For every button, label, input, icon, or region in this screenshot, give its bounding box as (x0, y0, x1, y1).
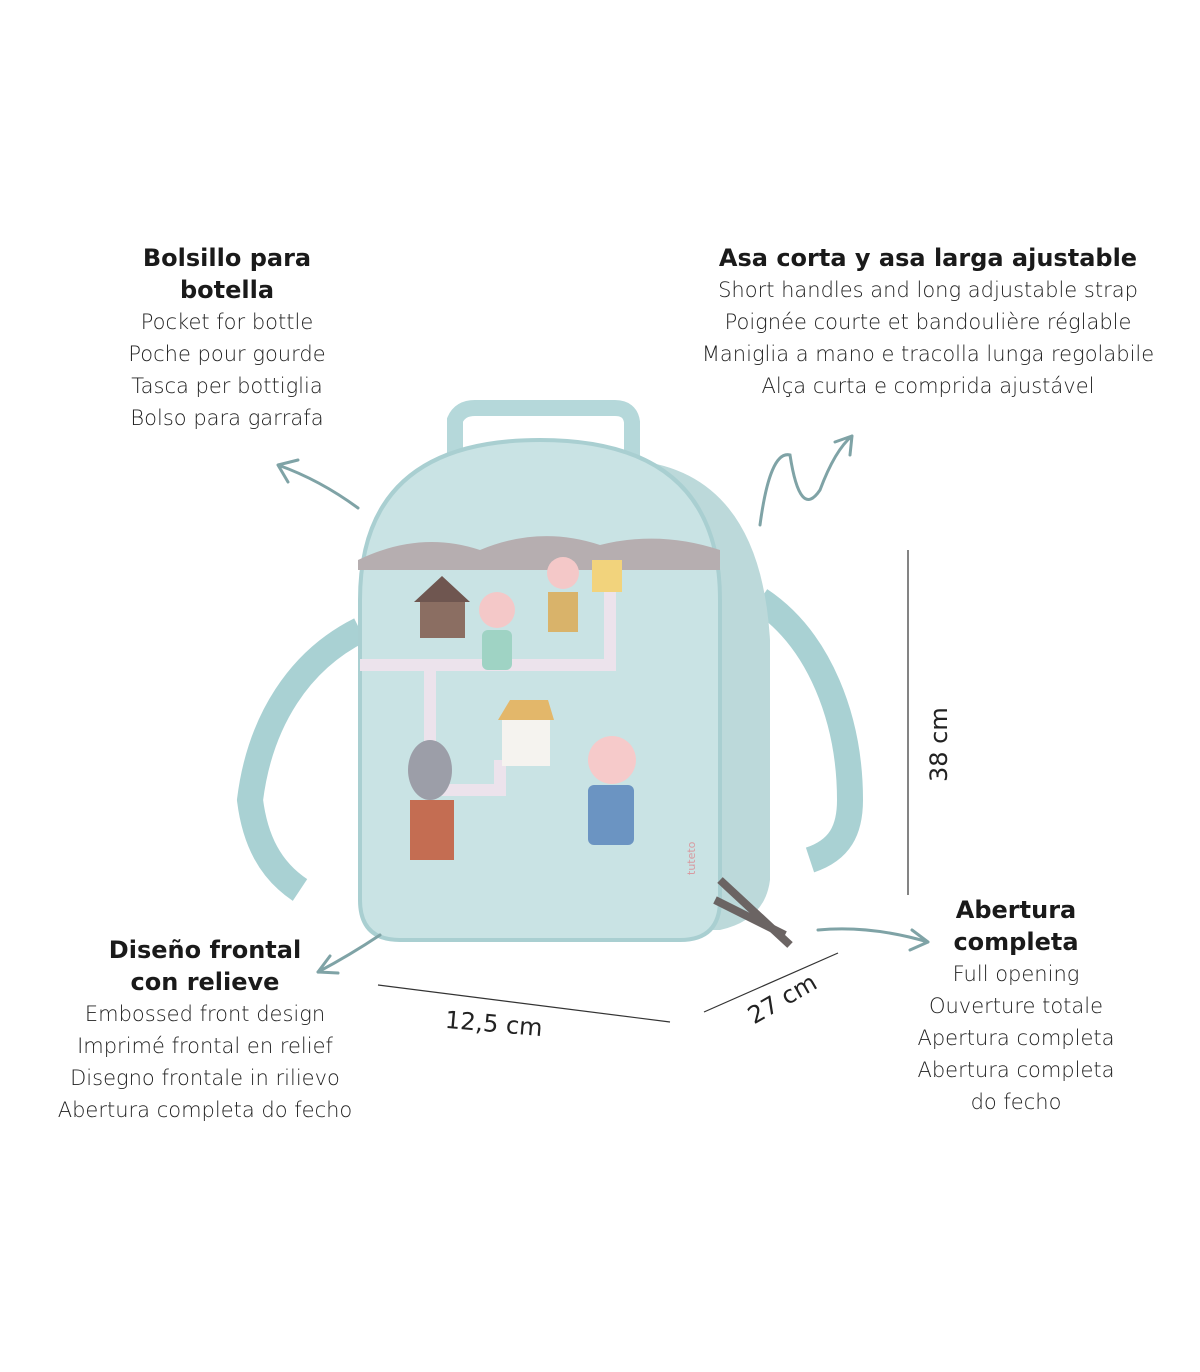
feature-title: con relieve (130, 968, 280, 996)
feature-line: Short handles and long adjustable strap (718, 278, 1138, 302)
feature-title: Asa corta y asa larga ajustable (718, 244, 1138, 272)
house-icon (420, 600, 465, 638)
feature-front-design: Diseño frontal con relieve Embossed fron… (30, 934, 380, 1126)
feature-line: Alça curta e comprida ajustável (761, 374, 1095, 398)
feature-line: do fecho (970, 1090, 1062, 1114)
bag-front (358, 437, 722, 942)
wolf-character (408, 740, 452, 800)
path-drawing (360, 585, 616, 796)
feature-line: Tasca per bottiglia (131, 374, 323, 398)
feature-bottle-pocket: Bolsillo para botella Pocket for bottle … (77, 242, 377, 434)
feature-title: Abertura (955, 896, 1077, 924)
pig-character (588, 736, 636, 784)
feature-line: Embossed front design (84, 1002, 326, 1026)
arrow-opening (816, 927, 930, 952)
feature-line: Bolso para garrafa (130, 406, 324, 430)
dimension-lines (377, 550, 909, 1023)
feature-line: Full opening (952, 962, 1080, 986)
brand-logo: tuteto (685, 841, 698, 875)
depth-line (703, 952, 839, 1013)
hills (358, 536, 720, 570)
feature-line: Poche pour gourde (128, 342, 326, 366)
feature-line: Apertura completa (917, 1026, 1115, 1050)
pig-character (479, 592, 515, 628)
feature-opening: Abertura completa Full opening Ouverture… (866, 894, 1166, 1118)
feature-line: Maniglia a mano e tracolla lunga regolab… (701, 342, 1155, 366)
arrow-handles (758, 434, 854, 527)
height-label: 38 cm (925, 707, 953, 782)
feature-handles: Asa corta y asa larga ajustable Short ha… (678, 242, 1178, 402)
feature-line: Imprimé frontal en relief (77, 1034, 333, 1058)
feature-line: Abertura completa (917, 1058, 1115, 1082)
pig-character (547, 557, 579, 589)
straw-house-icon (592, 560, 622, 592)
top-handle (447, 400, 640, 470)
feature-title: Bolsillo para botella (142, 244, 312, 304)
house-icon (502, 718, 550, 766)
arrow-bottle-pocket (276, 458, 360, 510)
feature-line: Abertura completa do fecho (57, 1098, 353, 1122)
feature-line: Disegno frontale in rilievo (70, 1066, 340, 1090)
arrows (276, 434, 930, 975)
feature-title: Diseño frontal (108, 936, 302, 964)
feature-line: Pocket for bottle (140, 310, 314, 334)
feature-line: Poignée courte et bandoulière réglable (724, 310, 1132, 334)
width-line (377, 984, 671, 1023)
arrow-front-design (316, 933, 382, 975)
feature-title: completa (953, 928, 1079, 956)
feature-line: Ouverture totale (928, 994, 1104, 1018)
shoulder-strap-right (752, 589, 864, 873)
shoulder-strap-left (236, 618, 367, 901)
